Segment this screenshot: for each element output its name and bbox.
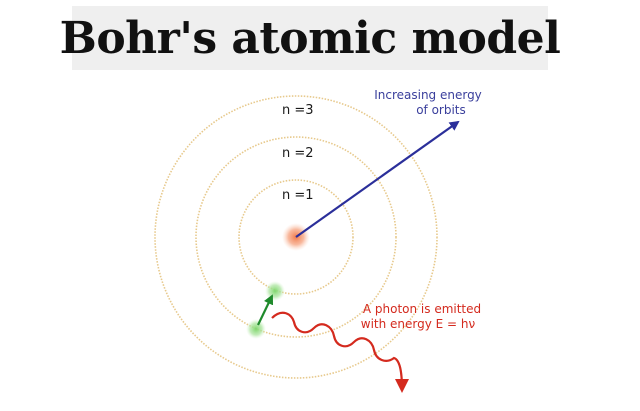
electron-lower (246, 319, 266, 339)
orbit-label-n3: n =3 (282, 103, 314, 118)
electron-transition-arrow (257, 294, 274, 326)
orbit-label-n2: n =2 (282, 146, 314, 161)
photon-label-line1: A photon is emitted (363, 302, 481, 316)
energy-label-line1: Increasing energy (374, 88, 482, 102)
diagram-title: Bohr's atomic model (59, 12, 561, 64)
orbit-label-n1: n =1 (282, 188, 314, 203)
orbit-n1 (238, 179, 354, 295)
title-banner: Bohr's atomic model (60, 6, 561, 70)
orbit-n2 (195, 136, 397, 338)
electron-upper (265, 281, 285, 301)
orbit-n3 (154, 95, 438, 379)
photon-label-line2: with energy E = hν (361, 317, 476, 331)
photon-wave-arrow (271, 311, 409, 393)
energy-arrow (295, 120, 460, 238)
energy-label-line2: of orbits (416, 103, 466, 117)
